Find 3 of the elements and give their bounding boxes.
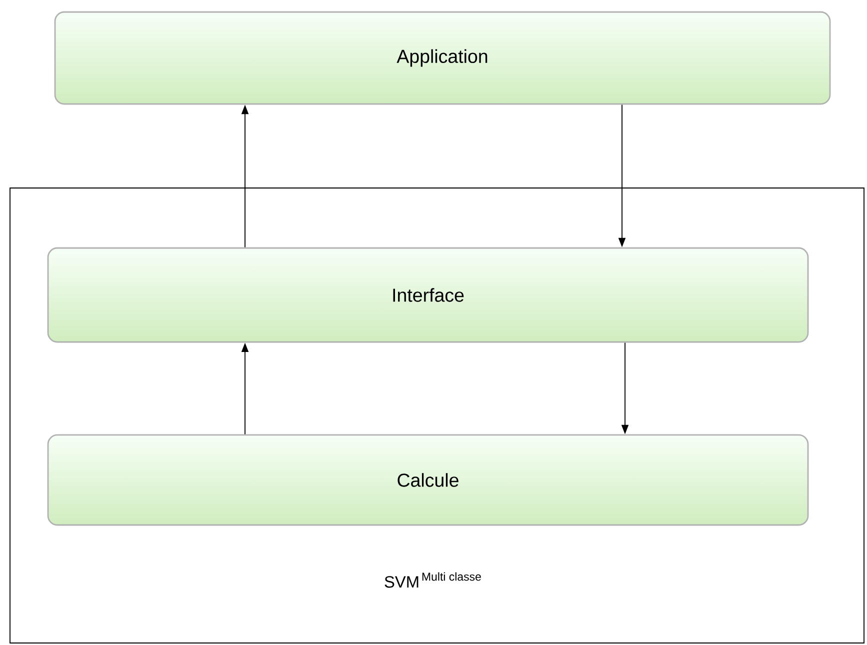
rounded-box: Interface (47, 247, 809, 343)
rounded-box: Application (54, 11, 831, 105)
rounded-box: Calcule (47, 434, 809, 526)
